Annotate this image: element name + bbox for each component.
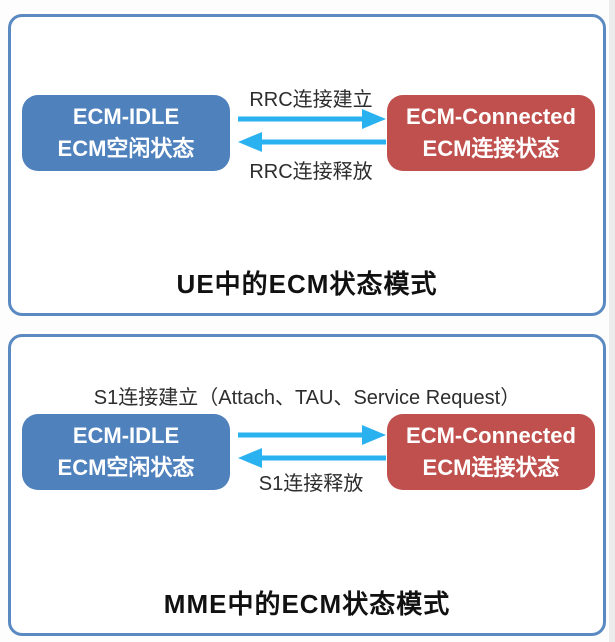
right-arrow-icon (238, 109, 386, 129)
ecm-connected-subtitle: ECM连接状态 (422, 454, 560, 480)
ecm-idle-title: ECM-IDLE (72, 104, 180, 130)
transition-arrows (238, 425, 386, 468)
ue-ecm-panel: RRC连接建立 ECM-IDLE ECM空闲状态 ECM-Connected E… (8, 14, 606, 316)
left-arrow-icon (238, 132, 386, 152)
ecm-connected-title: ECM-Connected (406, 104, 576, 130)
ecm-connected-subtitle: ECM连接状态 (422, 135, 560, 161)
left-arrow-icon (238, 448, 386, 468)
ecm-idle-title: ECM-IDLE (72, 423, 180, 449)
establish-transition-label: RRC连接建立 (249, 89, 373, 111)
release-transition-label: S1连接释放 (258, 473, 364, 495)
mme-ecm-panel: S1连接建立（Attach、TAU、Service Request） ECM-I… (8, 334, 606, 636)
ecm-connected-box: ECM-Connected ECM连接状态 (387, 95, 595, 171)
page-edge-strip (609, 0, 615, 642)
ecm-idle-subtitle: ECM空闲状态 (57, 135, 195, 161)
transition-arrows (238, 109, 386, 152)
ecm-idle-box: ECM-IDLE ECM空闲状态 (22, 95, 230, 171)
right-arrow-icon (238, 425, 386, 445)
establish-transition-label: S1连接建立（Attach、TAU、Service Request） (93, 387, 521, 409)
ecm-connected-title: ECM-Connected (406, 423, 576, 449)
panel-caption: UE中的ECM状态模式 (176, 269, 438, 299)
panel-caption: MME中的ECM状态模式 (163, 589, 451, 619)
ecm-connected-box: ECM-Connected ECM连接状态 (387, 414, 595, 490)
release-transition-label: RRC连接释放 (249, 161, 373, 183)
ecm-idle-subtitle: ECM空闲状态 (57, 454, 195, 480)
ecm-idle-box: ECM-IDLE ECM空闲状态 (22, 414, 230, 490)
